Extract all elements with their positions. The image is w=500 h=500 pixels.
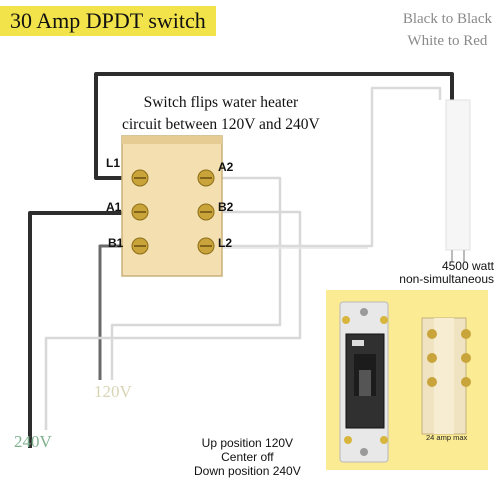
label-a2: A2 [218, 160, 234, 174]
light-wire-a2 [110, 176, 282, 380]
amp-max-label: 24 amp max [426, 433, 468, 442]
screw-b1 [131, 237, 149, 255]
screw-l1 [131, 169, 149, 187]
switch-photo [339, 301, 471, 463]
position-up: Up position 120V [201, 436, 294, 450]
light-wire-l2 [220, 86, 442, 248]
black-wire-l1 [94, 72, 454, 180]
label-b1: B1 [108, 236, 124, 250]
supply-240v: 240V [14, 432, 52, 451]
wire-color-notes: Black to Black White to Red [403, 8, 492, 52]
position-legend: Up position 120V Center off Down positio… [194, 436, 301, 478]
heater-watts: 4500 watt [441, 259, 494, 273]
label-a1: A1 [106, 200, 122, 214]
screw-a2 [197, 169, 215, 187]
screw-a1 [131, 203, 149, 221]
caption-line-1: Switch flips water heater [143, 94, 299, 111]
note-white: White to Red [407, 33, 488, 49]
screw-l2 [197, 237, 215, 255]
caption-line-2: circuit between 120V and 240V [122, 116, 320, 133]
label-b2: B2 [218, 200, 234, 214]
water-heater [445, 99, 471, 251]
screw-b2 [197, 203, 215, 221]
circuit-caption: Switch flips water heater circuit betwee… [122, 92, 320, 136]
switch-photo-inset [326, 290, 488, 470]
light-wire-b2 [44, 210, 302, 430]
grey-wire-b1 [98, 244, 128, 380]
black-wire-a1 [28, 211, 128, 448]
label-l1: L1 [106, 156, 121, 170]
position-center: Center off [221, 450, 274, 464]
diagram-title: 30 Amp DPDT switch [0, 6, 216, 36]
position-down: Down position 240V [194, 464, 301, 478]
supply-120v: 120V [94, 382, 132, 401]
heater-label: 4500 watt non-simultaneous [368, 260, 494, 286]
heater-mode: non-simultaneous [399, 272, 494, 286]
note-black: Black to Black [402, 11, 492, 27]
label-l2: L2 [218, 236, 233, 250]
